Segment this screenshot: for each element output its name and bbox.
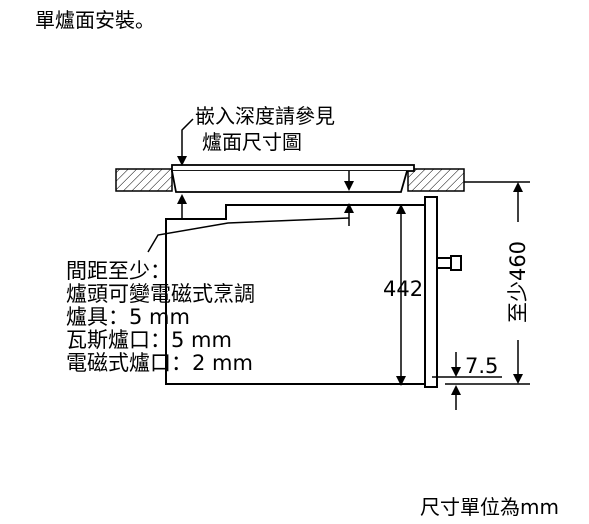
oven-body xyxy=(165,196,462,388)
clearance-line3: 爐具：5 mm xyxy=(66,305,190,329)
depth-note-leader xyxy=(177,118,194,166)
unit-note: 尺寸單位為mm xyxy=(420,495,559,519)
countertop xyxy=(115,168,530,192)
cooktop xyxy=(171,164,415,193)
clearance-line2: 爐頭可變電磁式烹調 xyxy=(66,282,255,306)
dimension-442-label: 442 xyxy=(383,277,423,301)
clearance-arrows xyxy=(147,171,354,253)
clearance-line4: 瓦斯爐口：5 mm xyxy=(66,328,232,352)
depth-note-line2: 爐面尺寸圖 xyxy=(202,130,302,154)
dimension-7-5-label: 7.5 xyxy=(465,354,498,378)
dimension-min-460-label: 至少460 xyxy=(506,241,530,323)
page-heading: 單爐面安裝。 xyxy=(35,8,155,32)
dimension-7-5 xyxy=(432,352,502,410)
clearance-line5: 電磁式爐口：2 mm xyxy=(66,351,253,375)
dimension-min-460 xyxy=(445,182,530,385)
clearance-line1: 間距至少： xyxy=(66,259,171,283)
dimension-442 xyxy=(396,204,406,386)
depth-note-line1: 嵌入深度請參見 xyxy=(195,104,335,128)
